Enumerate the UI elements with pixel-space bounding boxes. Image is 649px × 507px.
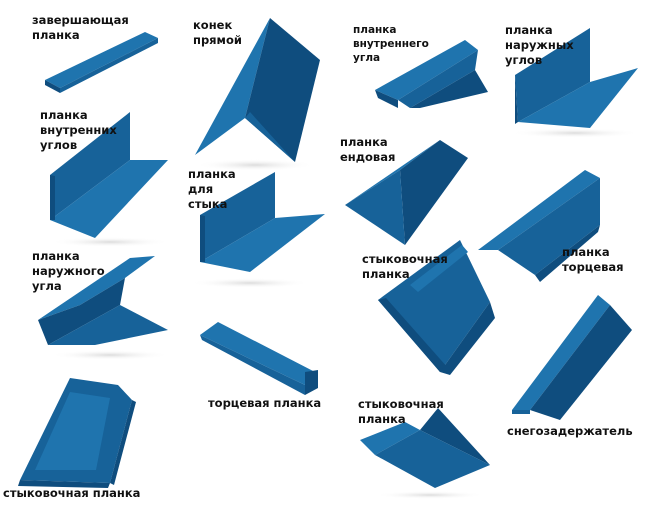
label-outer-corner-strip: планка наружного угла [32, 249, 105, 293]
connecting-strip-middle-image [378, 240, 495, 375]
end-strip-image [478, 170, 600, 282]
inner-corners-strip-image [50, 112, 170, 247]
label-end-plank: торцевая планка [208, 396, 322, 410]
label-connecting-strip-middle: стыковочная планка [362, 252, 448, 281]
label-finishing-strip: завершающая планка [32, 13, 129, 42]
joint-strip-image [190, 172, 325, 288]
label-end-strip: планка торцевая [562, 245, 624, 274]
outer-corner-strip-image [38, 256, 170, 360]
connecting-strip-bottom-image [360, 408, 490, 499]
finishing-strip-image [45, 32, 158, 93]
label-connecting-plate: стыковочная планка [3, 486, 141, 500]
label-connecting-strip-bottom: стыковочная планка [358, 397, 444, 426]
label-inner-corner-strip: планка внутреннего угла [353, 24, 429, 64]
inner-corner-strip-image [375, 40, 488, 108]
label-valley-strip: планка ендовая [340, 135, 396, 164]
valley-strip-image [345, 140, 468, 245]
connecting-plate-image [18, 378, 136, 488]
end-plank-image [200, 322, 318, 395]
label-straight-ridge: конек прямой [193, 18, 242, 47]
label-joint-strip: планка для стыка [188, 167, 236, 211]
straight-ridge-image [195, 18, 320, 171]
label-outer-corners-strip: планка наружных углов [505, 23, 574, 67]
snow-guard-image [512, 295, 632, 420]
label-inner-corners-strip: планка внутренних углов [40, 108, 117, 152]
outer-corners-strip-image [510, 28, 640, 138]
label-snow-guard: снегозадержатель [507, 424, 633, 438]
